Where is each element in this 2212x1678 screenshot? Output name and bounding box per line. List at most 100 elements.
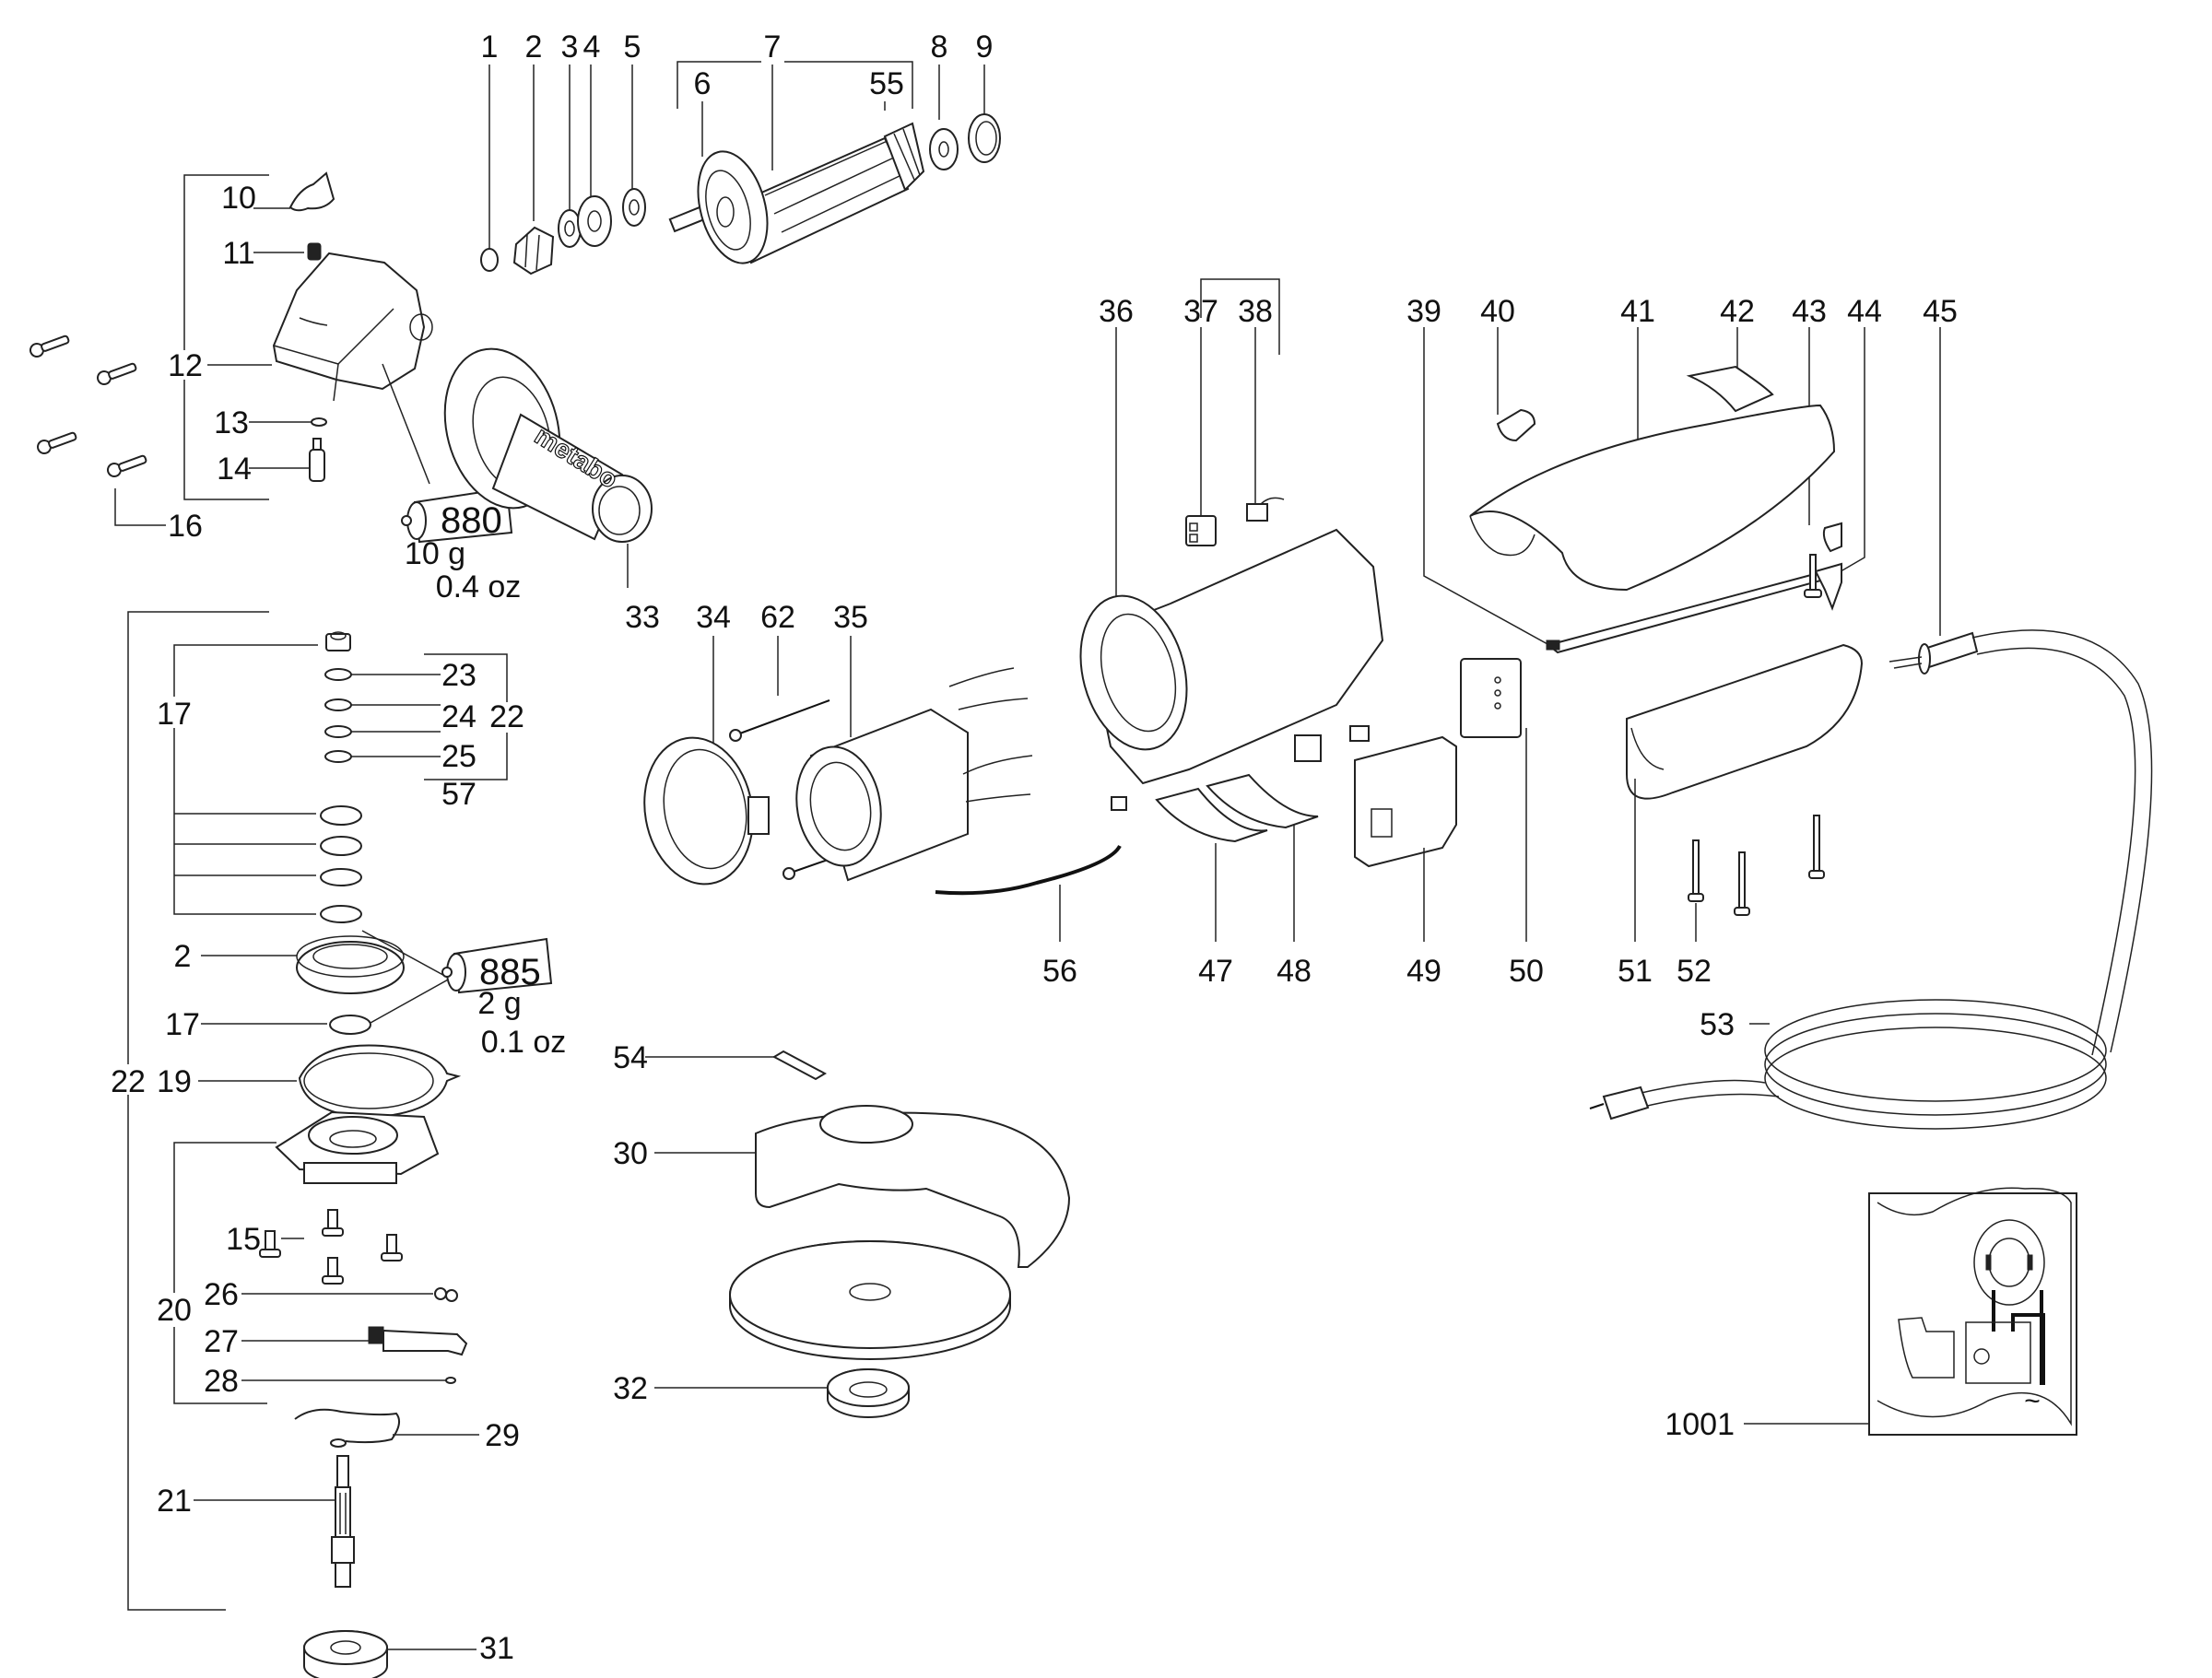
part-label: 51 [1618,954,1653,989]
part-label: 20 [157,1293,192,1328]
part-label: 8 [931,29,948,65]
part-label: 6 [694,66,712,101]
spring-part-11 [307,242,322,261]
washer-part-5 [622,188,646,227]
part-label: 33 [625,600,660,635]
fan-part-6 [697,150,769,264]
part-label: 26 [204,1277,239,1312]
handle-cover-part-41 [1469,404,1836,592]
crown-gear-part-2 [296,935,405,994]
motor-housing-part-36 [1079,528,1384,785]
grease-mass: 10 g [405,536,465,571]
part-label: 13 [214,405,249,440]
grease-tube-880: 880 [401,487,513,544]
cable-gland-part-45 [1888,631,1979,675]
washer-part-24 [324,698,352,711]
part-label: 21 [157,1484,192,1519]
handle-shell-part-51 [1626,643,1864,800]
part-label: 24 [441,699,477,734]
part-label: 25 [441,739,477,774]
screws-part-52 [1688,815,1825,916]
power-cable-part-53 [1607,629,2153,1130]
o-ring-part-13 [311,417,327,427]
part-label: 38 [1238,294,1273,329]
gear-head-group: 885 2 g 0.1 oz [111,611,566,1678]
air-baffle-part-34 [643,736,770,886]
wire-part-56 [935,844,1122,896]
flange-part-32 [827,1368,910,1418]
spindle-part-21 [331,1455,355,1588]
bearing-part-4 [577,195,612,247]
part-label: 44 [1847,294,1882,329]
capacitor [1349,725,1370,742]
electronics-part-49 [1354,735,1457,868]
part-label: 31 [479,1631,514,1666]
part-label: 1 [481,29,499,65]
part-label: 5 [624,29,641,65]
part-label: 55 [869,66,904,101]
part-label: 7 [764,29,782,65]
part-label: 37 [1183,294,1218,329]
part-label: 14 [217,452,252,487]
spindle-lock-part-27 [368,1326,468,1356]
wire-part-29 [294,1408,401,1444]
motor-housing-group: 36 37 38 47 48 49 50 [1079,278,1544,989]
part-label: 3 [561,29,579,65]
part-label: 29 [485,1418,520,1453]
part-label: 36 [1099,294,1134,329]
clamping-nut-part-31 [303,1630,388,1678]
part-label: 22 [111,1064,146,1099]
pin-part-14 [309,438,325,482]
part-label: 62 [760,600,795,635]
switch-block [1294,734,1322,762]
screws-part-16 [29,334,147,477]
washer-part-57 [324,750,352,763]
screw-part-44 [1804,554,1822,598]
part-label: 41 [1620,294,1655,329]
grease-tube-885: 885 [441,937,553,994]
part-label: 2 [525,29,543,65]
armature-part-7 [668,122,925,264]
part-label: 39 [1406,294,1441,329]
part-label: 57 [441,777,477,812]
spring-part-26 [434,1287,458,1302]
part-label: 16 [168,509,203,544]
nut-part-1 [480,248,499,272]
plug-icon [1589,1085,1650,1121]
part-label: 40 [1480,294,1515,329]
part-label: 47 [1198,954,1233,989]
part-label: 11 [222,236,254,271]
ac-symbol: ~ [2024,1386,2041,1416]
part-label: 42 [1720,294,1755,329]
part-label: 2 [174,939,192,974]
part-label: 12 [168,348,203,383]
part-label: 43 [1792,294,1827,329]
bearing-flange-part-20 [275,1110,440,1184]
part-label: 23 [441,658,477,693]
lever-part-10 [288,171,335,212]
part-label: 22 [489,699,524,734]
switch-rod-part-39 [1546,562,1842,654]
foil-part-48 [1206,773,1319,829]
clip-part-28 [445,1377,456,1384]
part-label: 15 [226,1222,261,1257]
part-label: 48 [1277,954,1312,989]
grease-imperial: 0.4 oz [436,569,522,604]
grinding-disc [729,1240,1011,1360]
stator-part-35 [795,667,1033,882]
lock-washer [320,805,362,826]
part-label: 27 [204,1324,239,1359]
gear-housing-part-12 [272,252,433,402]
washer-part-17 [329,1015,371,1035]
part-label: 19 [157,1064,192,1099]
washer-part-25 [324,725,352,738]
part-label: 28 [204,1364,239,1399]
guard-part-30 [755,1111,1071,1268]
part-label: 10 [221,181,256,216]
armature-group: 1 2 3 4 5 6 7 55 8 9 [480,29,1001,276]
part-label: 4 [583,29,601,65]
gasket-part-19 [298,1044,462,1120]
pinion-part-2 [512,226,555,276]
part-label: 35 [833,600,868,635]
